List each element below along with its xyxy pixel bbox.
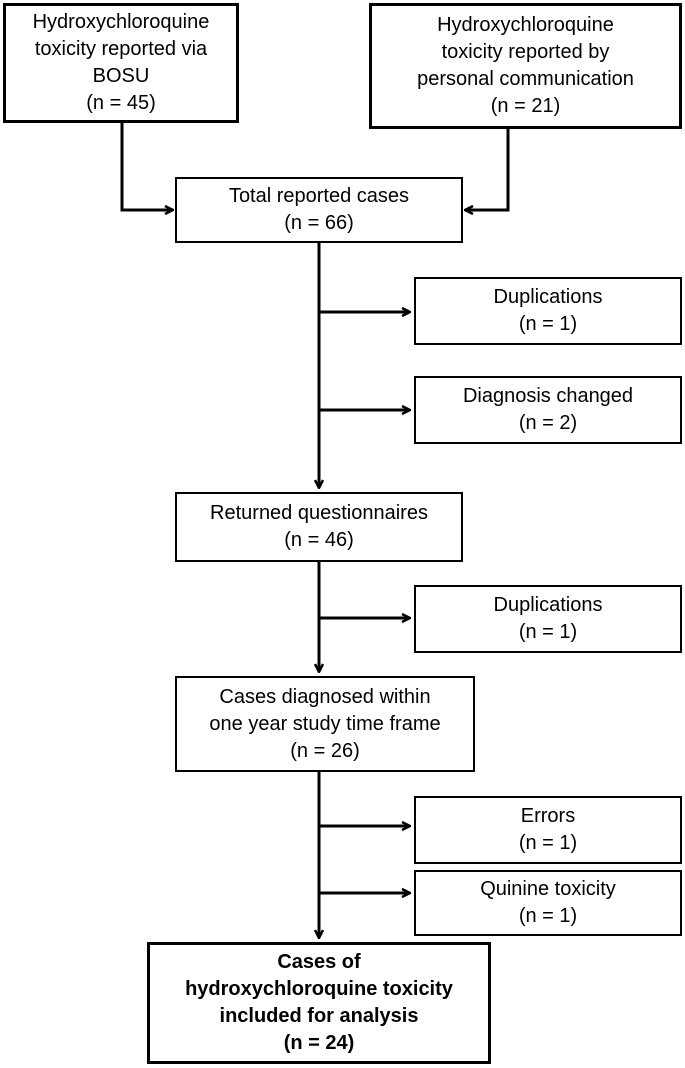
- box-diagnosis-changed: Diagnosis changed (n = 2): [414, 376, 682, 444]
- box-text: hydroxychloroquine toxicity: [185, 978, 453, 1000]
- box-text: (n = 66): [284, 212, 354, 234]
- box-text: (n = 1): [518, 621, 578, 643]
- box-text: (n = 26): [290, 739, 360, 762]
- box-text: BOSU: [92, 65, 150, 87]
- connector-bosu-to-total: [120, 123, 173, 210]
- box-text: (n = 1): [518, 313, 578, 335]
- box-personal-communication: Hydroxychloroquine toxicity reported by …: [369, 3, 682, 129]
- connector-personal-to-total: [465, 129, 510, 210]
- box-within-year: Cases diagnosed within one year study ti…: [175, 676, 475, 772]
- box-bosu-reports: Hydroxychloroquine toxicity reported via…: [3, 3, 239, 123]
- box-final-analysis: Cases of hydroxychloroquine toxicity inc…: [147, 942, 491, 1064]
- box-total-reported: Total reported cases (n = 66): [175, 177, 463, 243]
- box-text: personal communication: [417, 68, 634, 90]
- box-text: Hydroxychloroquine: [437, 14, 614, 36]
- box-text: Cases diagnosed within: [219, 685, 431, 708]
- box-text: (n = 2): [518, 412, 578, 434]
- box-text: (n = 45): [86, 92, 156, 114]
- box-returned-questionnaires: Returned questionnaires (n = 46): [175, 492, 463, 562]
- box-text: Duplications: [493, 594, 603, 616]
- box-duplications-1: Duplications (n = 1): [414, 277, 682, 345]
- box-text: Quinine toxicity: [480, 878, 616, 900]
- box-text: Cases of: [277, 951, 361, 973]
- box-text: Errors: [520, 805, 576, 827]
- box-text: Returned questionnaires: [210, 502, 428, 524]
- box-text: toxicity reported by: [441, 41, 610, 63]
- box-text: Duplications: [493, 286, 603, 308]
- box-text: Hydroxychloroquine: [32, 11, 210, 33]
- box-quinine-toxicity: Quinine toxicity (n = 1): [414, 870, 682, 936]
- box-text: (n = 21): [490, 95, 561, 117]
- box-duplications-2: Duplications (n = 1): [414, 585, 682, 653]
- box-text: (n = 46): [284, 529, 354, 551]
- box-text: included for analysis: [219, 1005, 419, 1027]
- box-text: toxicity reported via: [34, 38, 208, 60]
- box-text: (n = 1): [518, 832, 578, 854]
- box-text: one year study time frame: [209, 712, 441, 735]
- box-errors: Errors (n = 1): [414, 796, 682, 864]
- box-text: (n = 1): [518, 905, 578, 927]
- box-text: (n = 24): [283, 1032, 355, 1054]
- box-text: Total reported cases: [228, 185, 410, 207]
- box-text: Diagnosis changed: [462, 385, 634, 407]
